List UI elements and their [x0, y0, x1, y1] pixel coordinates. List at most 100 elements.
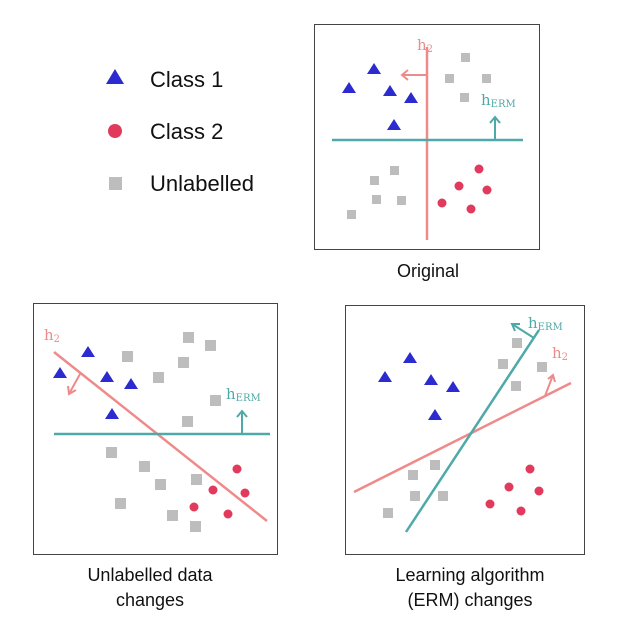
class-2-point	[534, 486, 544, 496]
class-1-point	[404, 92, 418, 103]
unlabelled-point	[155, 479, 166, 490]
panel-unlabelled-plot: h2 hERM	[44, 326, 270, 532]
unlabelled-point	[153, 372, 164, 383]
unlabelled-point	[106, 447, 117, 458]
class-2-points	[189, 464, 250, 519]
class-1-point	[424, 374, 438, 385]
hypothesis-h2-algorithm: h2	[353, 344, 572, 494]
unlabelled-point	[190, 521, 201, 532]
class-2-point	[504, 482, 514, 492]
unlabelled-point	[408, 470, 418, 480]
unlabelled-point	[372, 195, 381, 204]
class-1-point	[100, 371, 114, 382]
unlabelled-point	[511, 381, 521, 391]
legend-item-class-2: Class 2	[104, 116, 304, 168]
hypothesis-h2-unlabelled: h2	[44, 326, 268, 522]
class-2-point	[189, 502, 199, 512]
unlabelled-point	[347, 210, 356, 219]
unlabelled-point	[397, 196, 406, 205]
legend-item-unlabelled: Unlabelled	[104, 168, 304, 220]
hypothesis-herm-original: hERM	[332, 91, 523, 142]
class-2-points	[437, 164, 492, 214]
square-icon	[109, 177, 122, 190]
class-1-points	[342, 63, 418, 130]
class-2-point	[208, 485, 218, 495]
class-2-point	[240, 488, 250, 498]
unlabelled-point	[430, 460, 440, 470]
class-2-point	[482, 185, 492, 195]
panel-algorithm-plot: h2 hERM	[353, 314, 572, 533]
unlabelled-points	[347, 53, 491, 219]
unlabelled-point	[122, 351, 133, 362]
class-2-point	[232, 464, 242, 474]
svg-text:h2: h2	[417, 36, 433, 55]
class-1-point	[367, 63, 381, 74]
class-2-point	[437, 198, 447, 208]
unlabelled-points	[383, 338, 547, 518]
svg-text:h2: h2	[44, 326, 60, 345]
class-1-point	[446, 381, 460, 392]
unlabelled-point	[182, 416, 193, 427]
legend-label-class-1: Class 1	[150, 67, 224, 92]
unlabelled-point	[461, 53, 470, 62]
circle-icon	[108, 124, 122, 138]
panel-original-plot: h2 hERM	[332, 36, 523, 240]
unlabelled-point	[460, 93, 469, 102]
legend: Class 1 Class 2 Unlabelled	[104, 64, 304, 220]
unlabelled-point	[115, 498, 126, 509]
svg-text:hERM: hERM	[528, 314, 563, 333]
class-2-point	[474, 164, 484, 174]
unlabelled-point	[205, 340, 216, 351]
hypothesis-herm-unlabelled: hERM	[54, 385, 270, 436]
class-1-point	[403, 352, 417, 363]
class-1-points	[53, 346, 138, 419]
caption-line: (ERM) changes	[407, 590, 533, 610]
unlabelled-point	[210, 395, 221, 406]
class-2-point	[466, 204, 476, 214]
class-1-point	[387, 119, 401, 130]
unlabelled-point	[445, 74, 454, 83]
legend-item-class-1: Class 1	[104, 64, 304, 116]
class-1-point	[124, 378, 138, 389]
class-1-point	[428, 409, 442, 420]
caption-original: Original	[340, 259, 516, 284]
unlabelled-point	[167, 510, 178, 521]
unlabelled-point	[390, 166, 399, 175]
panel-learning-algorithm-changes: h2 hERM	[345, 305, 585, 555]
unlabelled-point	[191, 474, 202, 485]
svg-text:hERM: hERM	[226, 385, 261, 404]
unlabelled-point	[383, 508, 393, 518]
class-1-point	[342, 82, 356, 93]
class-2-point	[525, 464, 535, 474]
unlabelled-point	[139, 461, 150, 472]
svg-text:h2: h2	[552, 344, 568, 363]
unlabelled-point	[178, 357, 189, 368]
caption-line: Original	[396, 261, 460, 281]
unlabelled-point	[438, 491, 448, 501]
unlabelled-point	[370, 176, 379, 185]
caption-line: Learning algorithm	[395, 565, 545, 585]
legend-label-class-2: Class 2	[150, 119, 224, 144]
svg-text:hERM: hERM	[481, 91, 516, 110]
class-2-point	[485, 499, 495, 509]
class-1-points	[378, 352, 460, 420]
class-2-point	[454, 181, 464, 191]
class-1-point	[81, 346, 95, 357]
class-1-point	[383, 85, 397, 96]
class-2-point	[223, 509, 233, 519]
unlabelled-point	[512, 338, 522, 348]
caption-line: Unlabelled data	[87, 565, 213, 585]
caption-line: changes	[115, 590, 185, 610]
hypothesis-h2-original: h2	[400, 36, 433, 240]
panel-unlabelled-data-changes: h2 hERM	[33, 303, 278, 555]
unlabelled-point	[537, 362, 547, 372]
class-1-point	[378, 371, 392, 382]
unlabelled-points	[106, 332, 221, 532]
class-1-point	[105, 408, 119, 419]
hypothesis-herm-algorithm: hERM	[404, 314, 563, 533]
unlabelled-point	[498, 359, 508, 369]
class-1-point	[53, 367, 67, 378]
panel-original: h2 hERM	[314, 24, 540, 250]
unlabelled-point	[410, 491, 420, 501]
class-2-point	[516, 506, 526, 516]
